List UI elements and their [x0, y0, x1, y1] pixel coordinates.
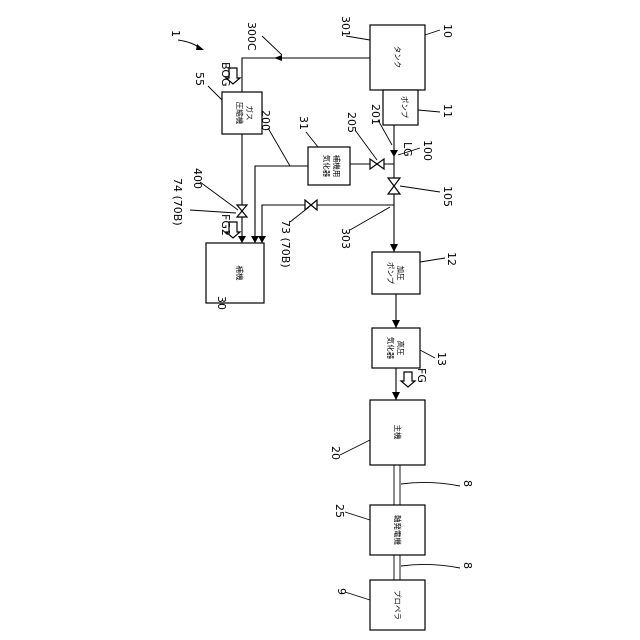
leader-11 [418, 110, 440, 112]
leader-31 [306, 132, 318, 147]
vaporizer-to-main-arrow [392, 392, 400, 400]
leader-205 [355, 130, 377, 160]
leader-303 [350, 207, 390, 230]
ref-30: 30 [215, 296, 228, 310]
pressurizing-pump-label-1: 加圧 [396, 266, 406, 281]
leader-74 [190, 210, 236, 213]
aux-vaporizer-label-1: 補機用 [332, 155, 342, 178]
ref-100: 100 [421, 140, 434, 161]
ref-303: 303 [339, 228, 352, 249]
gas-compressor-label-2: 圧縮機 [235, 102, 245, 125]
gas-compressor-label-1: ガス [245, 106, 255, 121]
leader-105 [400, 186, 440, 192]
label-bog: BOG [219, 62, 232, 87]
ref-8-lower: 8 [461, 562, 474, 569]
ref-200: 200 [259, 110, 272, 131]
pressurizing-pump-label-2: ポンプ [386, 262, 395, 285]
leader-25 [345, 512, 370, 520]
pump-label: ポンプ [400, 96, 409, 119]
ref-11: 11 [441, 104, 454, 118]
ref-300c: 300C [245, 22, 258, 51]
ref-74: 74 (70B) [171, 178, 184, 226]
pressurizing-pump-box [372, 252, 420, 294]
hp-vaporizer-label-1: 高圧 [396, 341, 406, 356]
fg-flow-arrow [401, 372, 415, 387]
label-fg2: FG2 [219, 214, 232, 236]
leader-12 [420, 258, 445, 262]
leader-13 [420, 350, 435, 358]
to-pressurizing-pump-arrow [390, 244, 398, 252]
boil-off-line [242, 58, 370, 92]
ref-1: 1 [169, 30, 182, 37]
ref-55: 55 [193, 72, 206, 86]
label-fg: FG [415, 368, 428, 383]
leader-400 [200, 182, 238, 210]
leader-55 [208, 86, 222, 100]
label-lg: LG [401, 142, 414, 157]
aux-vaporizer-label-2: 気化器 [322, 155, 332, 178]
hp-vaporizer-label-2: 気化器 [386, 337, 396, 360]
ref-201: 201 [369, 104, 382, 125]
aux-inlet-arrow-3 [238, 236, 246, 243]
valve-100-marker [390, 150, 398, 157]
ref-20: 20 [329, 446, 342, 460]
bog-line-arrow [274, 55, 282, 61]
leader-8-upper [401, 482, 460, 486]
aux-inlet-arrow-1 [258, 236, 266, 243]
leader-300c [262, 36, 282, 55]
propeller-label: プロペラ [393, 590, 402, 620]
ref-9: 9 [335, 588, 348, 595]
pump-to-vaporizer-arrow [392, 320, 400, 328]
leader-10 [425, 30, 440, 35]
ref-10: 10 [441, 24, 454, 38]
ref-25: 25 [333, 504, 346, 518]
ref-105: 105 [441, 186, 454, 207]
aux-inlet-arrow-2 [251, 236, 259, 243]
ref-400: 400 [191, 168, 204, 189]
shaft-generator-label: 軸発電機 [393, 515, 403, 545]
valve-105 [388, 178, 400, 194]
main-engine-label: 主機 [393, 425, 403, 440]
ref-73: 73 (70B) [279, 220, 292, 268]
leader-200 [268, 128, 290, 166]
leader-8-lower [401, 564, 460, 568]
aux-engine-box [206, 243, 264, 303]
aux-engine-label: 補機 [235, 266, 245, 281]
ref-31: 31 [297, 116, 310, 130]
hp-vaporizer-box [372, 328, 420, 368]
ref-13: 13 [435, 352, 448, 366]
ref-12: 12 [445, 252, 458, 266]
system-arrow [196, 44, 204, 50]
valve-400 [237, 205, 247, 217]
tank-label: タンク [393, 46, 402, 69]
leader-20 [340, 440, 370, 455]
ref-301: 301 [339, 16, 352, 37]
valve-205-branch [370, 159, 384, 169]
ref-205: 205 [345, 112, 358, 133]
ref-8-upper: 8 [461, 480, 474, 487]
